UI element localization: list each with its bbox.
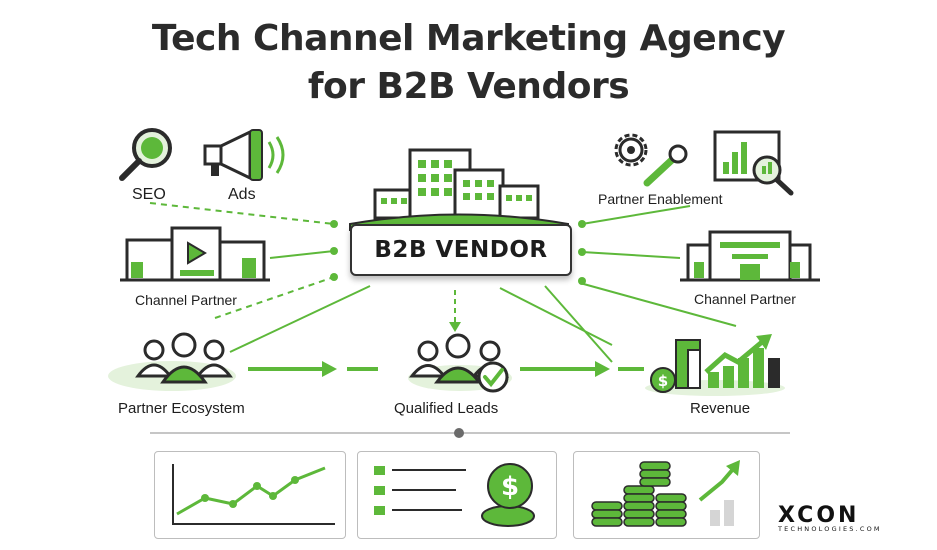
search-icon	[119, 128, 172, 181]
connector-seo	[149, 202, 335, 225]
svg-text:$: $	[658, 372, 668, 390]
dot	[578, 248, 586, 256]
vendor-box: B2B VENDOR	[350, 224, 572, 276]
storefront-icon	[120, 226, 270, 282]
qualified-leads-label: Qualified Leads	[394, 400, 499, 417]
page-title-line1: Tech Channel Marketing Agency	[151, 18, 786, 59]
growth-arrow-icon	[704, 334, 772, 374]
line-chart-icon	[172, 464, 335, 525]
building-icon	[349, 148, 569, 231]
checkmark-icon	[477, 361, 509, 393]
channel-partner-left-label: Channel Partner	[135, 292, 237, 308]
connector-dots	[330, 220, 586, 285]
connector-channel-right	[581, 251, 681, 259]
ads-label: Ads	[228, 186, 256, 203]
connector-revenue	[579, 282, 737, 327]
seo-label: SEO	[132, 186, 166, 203]
dot	[578, 220, 586, 228]
flow-arrow-2	[520, 361, 644, 377]
logo-text: XCON	[778, 503, 860, 528]
megaphone-icon	[203, 129, 285, 181]
connector-revenue-mid	[544, 285, 613, 363]
connector-lines	[149, 202, 737, 363]
partner-ecosystem-label: Partner Ecosystem	[118, 400, 245, 417]
dot	[578, 277, 586, 285]
channel-partner-right-label: Channel Partner	[694, 291, 796, 307]
storefront-icon	[680, 230, 820, 282]
card-checklist: $	[357, 451, 557, 539]
logo-subtext: TECHNOLOGIES.COM	[778, 525, 882, 533]
wrench-icon	[643, 144, 688, 187]
partner-enablement-label: Partner Enablement	[598, 191, 723, 207]
revenue-label: Revenue	[690, 400, 751, 417]
growth-chart-icon	[645, 339, 785, 396]
connector-enablement	[581, 205, 691, 225]
connector-channel-left	[269, 250, 335, 259]
card-line-chart	[154, 451, 346, 539]
connector-ecosystem-upper	[214, 276, 335, 319]
gear-icon	[614, 133, 648, 167]
checklist-icon: $	[374, 463, 535, 527]
dot	[330, 220, 338, 228]
connector-leads-right	[499, 287, 613, 346]
flow-arrow-1	[248, 361, 378, 377]
arrow-down-icon	[449, 322, 461, 332]
dot	[330, 247, 338, 255]
page-title-line2: for B2B Vendors	[307, 66, 630, 107]
company-logo: XCON TECHNOLOGIES.COM	[778, 503, 904, 533]
divider-dot	[454, 428, 464, 438]
people-icon	[108, 332, 236, 391]
chart-magnifier-icon	[713, 130, 794, 196]
connector-ecosystem	[229, 285, 371, 353]
svg-text:$: $	[501, 472, 519, 502]
card-coins	[573, 451, 760, 539]
vendor-label: B2B VENDOR	[374, 237, 548, 263]
dollar-icon: $	[650, 367, 676, 393]
coins-icon	[591, 460, 740, 527]
dot	[330, 273, 338, 281]
